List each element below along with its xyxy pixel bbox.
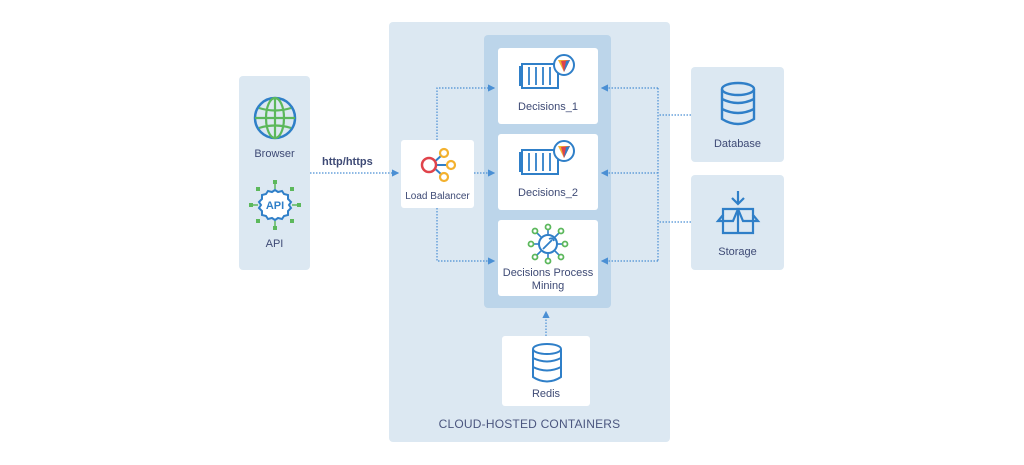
decisions-2-label: Decisions_2 [518,187,578,199]
api-label: API [265,238,284,250]
database-icon [719,81,757,132]
cloud-containers-label: CLOUD-HOSTED CONTAINERS [438,417,621,431]
load-balancer-icon [418,146,458,189]
decisions-1-label: Decisions_1 [518,101,578,113]
clients-panel: Browser API API [239,76,310,270]
decisions-2-card[interactable]: Decisions_2 [498,134,598,210]
api-badge-text: API [266,200,284,212]
container-icon [518,140,578,183]
process-mining-icon [527,223,569,270]
process-mining-card[interactable]: Decisions Process Mining [498,220,598,296]
database-panel[interactable]: Database [691,67,784,162]
redis-label: Redis [531,388,561,400]
container-icon [518,54,578,97]
database-icon [530,342,564,389]
storage-panel[interactable]: Storage [691,175,784,270]
globe-icon [252,95,298,146]
process-mining-label-line2: Mining [531,280,565,292]
process-mining-label-line1: Decisions Process [502,267,594,279]
database-label: Database [713,138,762,150]
storage-label: Storage [718,246,757,258]
redis-card[interactable]: Redis [502,336,590,406]
decisions-1-card[interactable]: Decisions_1 [498,48,598,124]
protocol-label: http/https [322,156,373,168]
storage-box-icon [715,189,761,242]
api-gear-icon: API [247,179,303,236]
load-balancer-label: Load Balancer [405,191,470,202]
load-balancer-card[interactable]: Load Balancer [401,140,474,208]
browser-label: Browser [254,148,295,160]
